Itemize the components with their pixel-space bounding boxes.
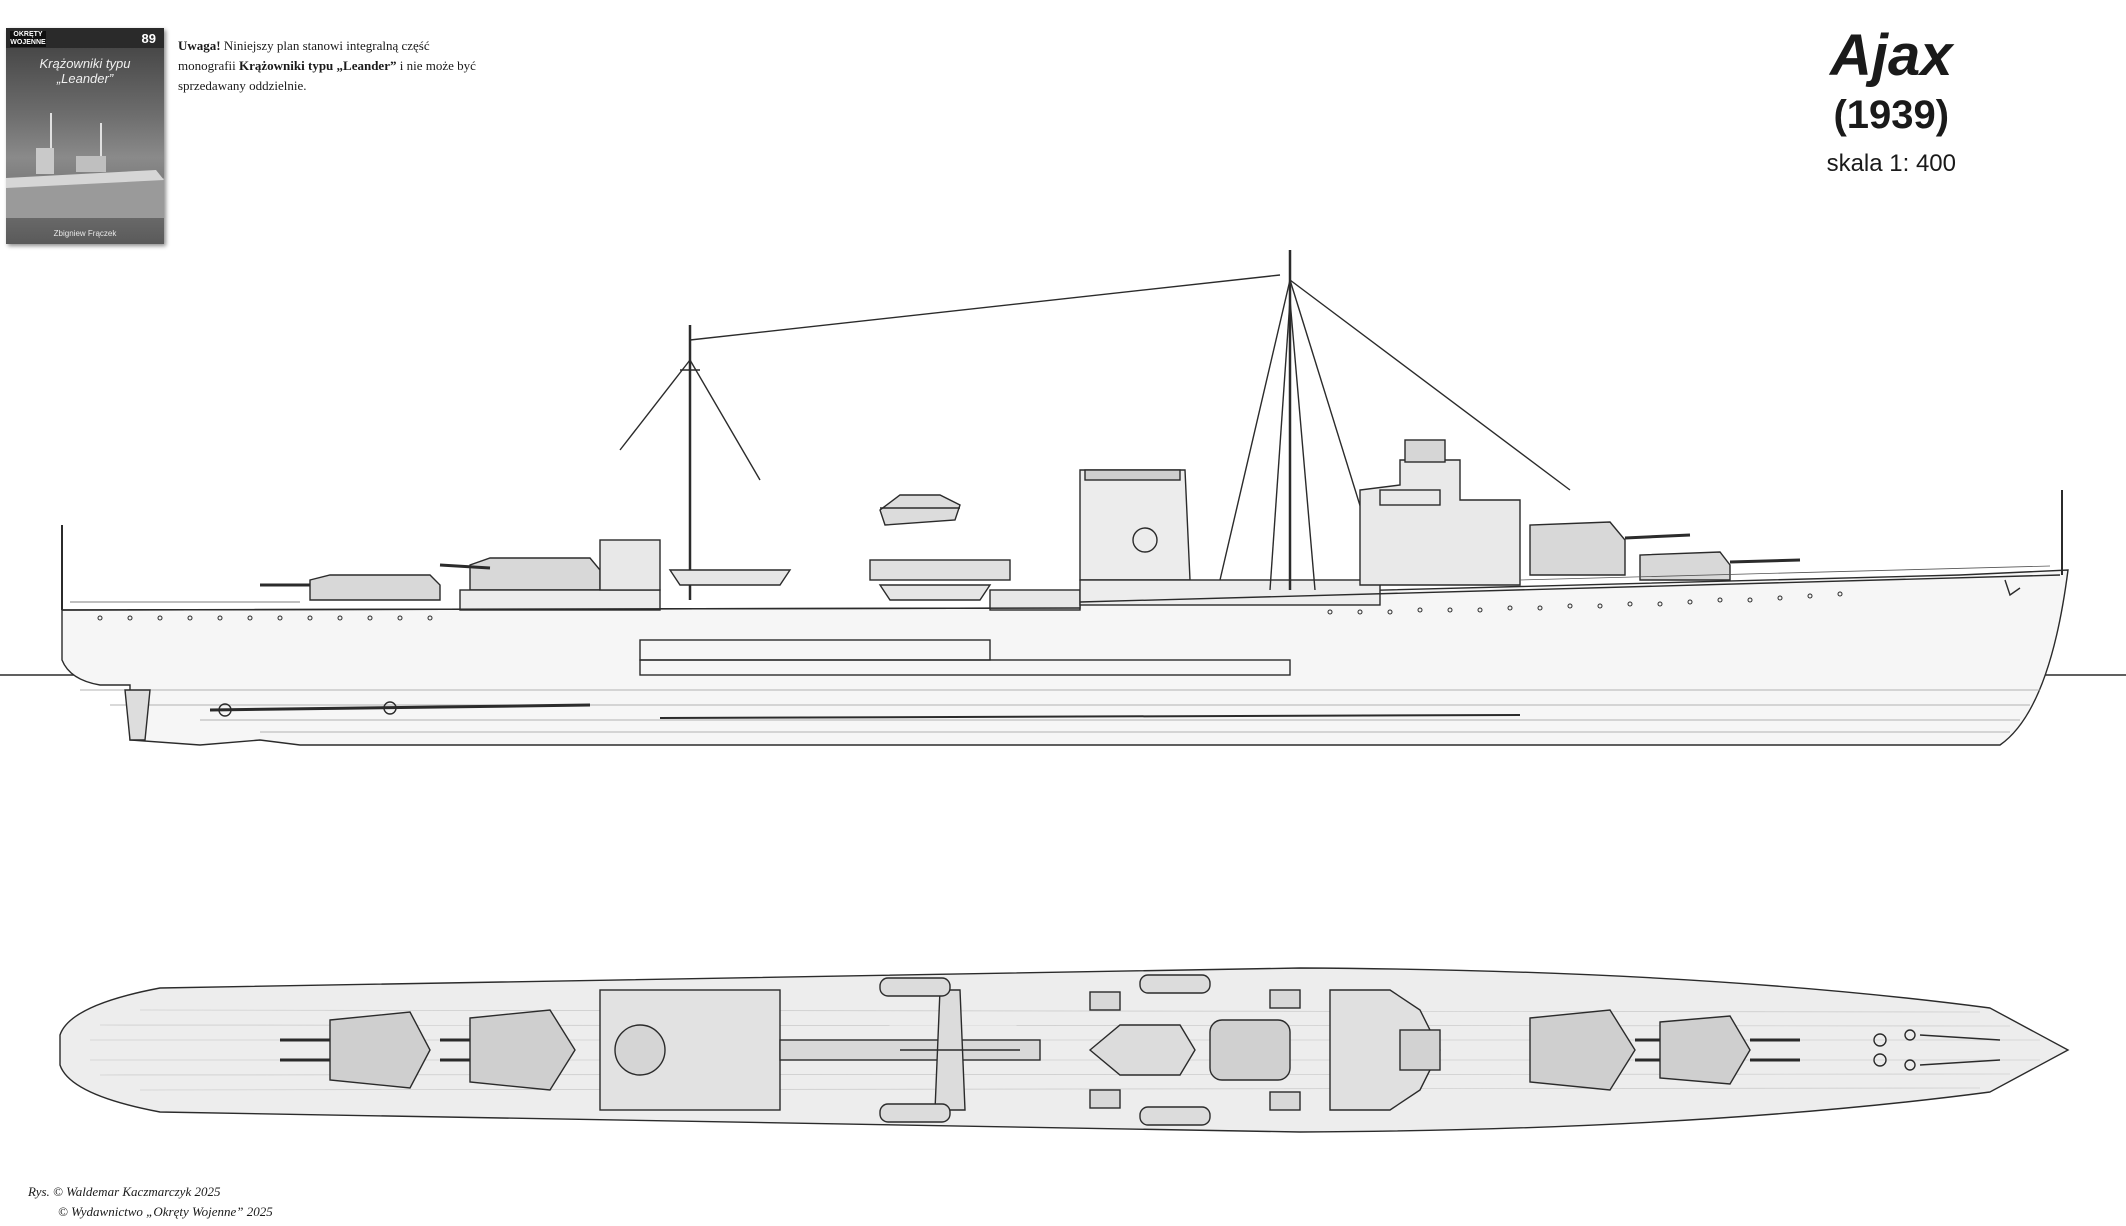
turret-b xyxy=(1529,521,1626,576)
cover-issue-number: 89 xyxy=(141,31,156,46)
drawing-scale: skala 1: 400 xyxy=(1826,150,1956,177)
ship-name: Ajax xyxy=(1830,23,1953,88)
cover-title: Krążowniki typu „Leander” xyxy=(6,56,164,86)
boats-plan xyxy=(879,974,1211,1126)
seaplane xyxy=(879,494,961,526)
boat xyxy=(668,569,792,586)
boat xyxy=(878,584,992,601)
copyright-notice: Uwaga! Niniejszy plan stanowi integralną… xyxy=(178,36,478,96)
cover-logo: OKRĘTY WOJENNE xyxy=(10,31,46,47)
director xyxy=(1404,439,1446,463)
catapult-plan xyxy=(779,989,1041,1111)
turret-a-plan xyxy=(1659,1015,1800,1085)
midship-deckhouse xyxy=(989,589,1081,611)
notice-text-2: i nie może być sprzedawany oddzielnie. xyxy=(178,58,476,93)
hull xyxy=(61,569,2069,746)
notice-label: Uwaga! xyxy=(178,38,221,53)
anchor-gear-plan xyxy=(1873,1029,2001,1071)
cover-ship-photo xyxy=(6,113,164,218)
bilge-keel xyxy=(659,714,1521,719)
funnel xyxy=(1079,469,1191,581)
notice-text-1: Niniejszy plan stanowi integralną część … xyxy=(178,38,430,73)
searchlight xyxy=(1132,527,1158,553)
turret-x-plan xyxy=(440,1009,576,1091)
credits: Rys. © Waldemar Kaczmarczyk 2025 © Wydaw… xyxy=(28,1182,273,1222)
notice-book-title: Krążowniki typu „Leander” xyxy=(239,58,397,73)
propeller-shaft xyxy=(209,703,591,712)
aircraft-catapult xyxy=(869,559,1011,581)
turret-a xyxy=(1639,551,1731,581)
aft-director-plan xyxy=(614,1024,666,1076)
ship-year: (1939) xyxy=(1833,93,1950,137)
turret-y xyxy=(309,574,441,601)
cover-author: Zbigniew Frączek xyxy=(53,229,117,238)
deck-edge xyxy=(61,607,1081,611)
turret-y-plan xyxy=(280,1011,431,1089)
credit-publisher: © Wydawnictwo „Okręty Wojenne” 2025 xyxy=(58,1204,273,1219)
bridge xyxy=(1359,459,1521,586)
book-cover-thumbnail: OKRĘTY WOJENNE 89 Krążowniki typu „Leand… xyxy=(6,28,164,244)
side-profile-drawing xyxy=(0,250,2126,746)
turret-x xyxy=(469,557,601,591)
cover-title-line2: „Leander” xyxy=(56,71,114,86)
credit-drawing: Rys. © Waldemar Kaczmarczyk 2025 xyxy=(28,1184,221,1199)
cover-title-line1: Krążowniki typu xyxy=(39,56,131,71)
top-plan-drawing xyxy=(59,967,2070,1133)
deck-outline xyxy=(59,967,2070,1133)
rudder xyxy=(124,689,151,741)
anchor xyxy=(2004,579,2021,597)
secondary-mounts-plan xyxy=(1089,989,1301,1111)
portholes xyxy=(97,591,1843,621)
funnel-plan xyxy=(1209,1019,1291,1081)
title-block: Ajax (1939) skala 1: 400 xyxy=(1827,22,1956,184)
aft-superstructure xyxy=(459,589,661,611)
